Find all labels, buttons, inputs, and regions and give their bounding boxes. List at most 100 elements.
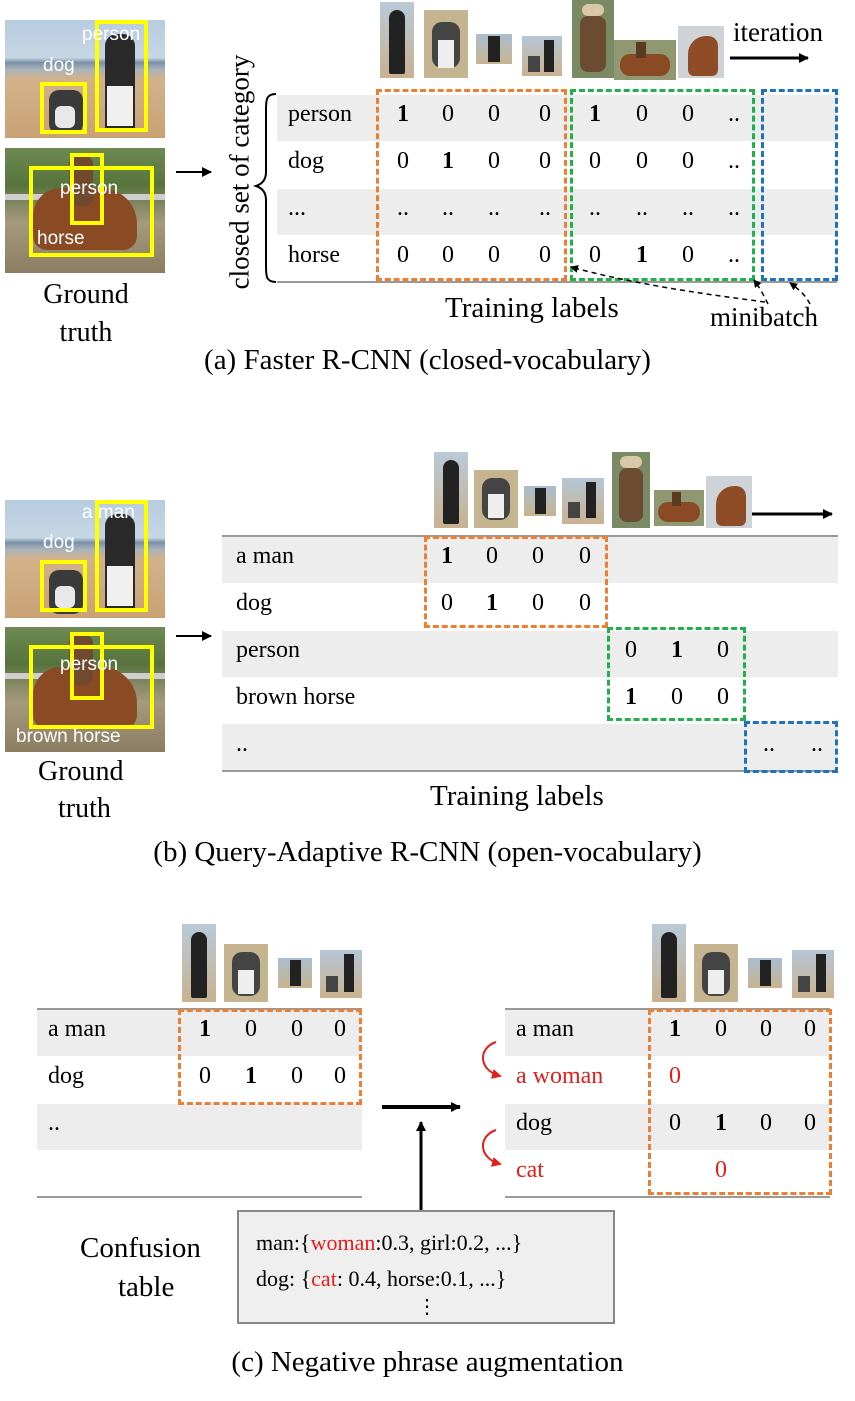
label-cell: 0 [442, 101, 454, 127]
label-cell: 1 [589, 101, 601, 127]
thumb-man-dog-c-right [792, 950, 834, 998]
thumb-man [380, 2, 414, 78]
bbox-label-dog-b: dog [43, 532, 75, 553]
minibatch-pointer-3 [789, 282, 811, 305]
bbox-brown-horse [29, 645, 154, 729]
row-band-person [277, 95, 837, 141]
bbox-label-dog: dog [43, 55, 75, 76]
confusion-label-1: Confusion [80, 1232, 201, 1264]
label-cell: 0 [334, 1016, 346, 1042]
thumb-man-c-right [652, 924, 686, 1002]
label-cell: 0 [804, 1016, 816, 1042]
row-label: dog [48, 1063, 84, 1089]
label-cell: 0 [532, 543, 544, 569]
row-label: a man [48, 1016, 106, 1042]
minibatch-box-green [570, 89, 755, 281]
iteration-label: iteration [733, 17, 823, 47]
confusion-rest-man: :0.3, girl:0.2, ...} [375, 1230, 523, 1255]
row-label: cat [516, 1157, 544, 1183]
row-label: .. [48, 1110, 60, 1136]
label-cell: .. [728, 148, 740, 174]
training-labels-a: Training labels [445, 292, 619, 324]
label-cell: 0 [245, 1016, 257, 1042]
label-cell: 0 [579, 543, 591, 569]
thumb-man-dog-c-left [320, 950, 362, 998]
thumb-small-man-c-left [278, 958, 312, 988]
thumb-horse-head [678, 26, 724, 78]
thumb-horse-rider [614, 40, 676, 80]
row-label: ... [288, 195, 306, 221]
bbox-label-brown-horse: brown horse [16, 726, 121, 747]
label-cell: 0 [291, 1016, 303, 1042]
label-cell: 1 [715, 1110, 727, 1136]
row-label: horse [288, 242, 340, 268]
label-cell: .. [442, 195, 454, 221]
row-label: a man [236, 543, 294, 569]
caption-c: (c) Negative phrase augmentation [231, 1346, 624, 1378]
row-band-a-man-c-left [37, 1010, 362, 1056]
label-cell: 0 [669, 1063, 681, 1089]
minibatch-label: minibatch [710, 302, 818, 332]
row-band-person-b [222, 631, 838, 677]
label-cell: 0 [442, 242, 454, 268]
label-cell: 1 [442, 148, 454, 174]
thumb-rider [572, 0, 614, 78]
label-cell: .. [589, 195, 601, 221]
label-cell: 1 [199, 1016, 211, 1042]
bbox-a-man [95, 500, 148, 612]
bbox-horse [29, 166, 154, 257]
row-label: a man [516, 1016, 574, 1042]
label-cell: 0 [760, 1016, 772, 1042]
label-cell: 0 [488, 242, 500, 268]
caption-a: (a) Faster R-CNN (closed-vocabulary) [204, 344, 651, 376]
label-cell: 0 [804, 1110, 816, 1136]
orange-box-c-left [178, 1009, 362, 1105]
table-bottom-rule-c-left [37, 1196, 362, 1198]
label-cell: .. [397, 195, 409, 221]
row-label: a woman [516, 1063, 604, 1089]
label-cell: 1 [397, 101, 409, 127]
label-cell: 0 [441, 590, 453, 616]
confusion-word-cat: cat [311, 1266, 337, 1291]
red-curve-dog-to-cat [482, 1129, 502, 1167]
row-band-dog-c-right [505, 1104, 830, 1150]
ground-truth-photo-beach [5, 20, 165, 138]
label-cell: 0 [488, 148, 500, 174]
bbox-person-2 [70, 153, 104, 225]
caption-b: (b) Query-Adaptive R-CNN (open-vocabular… [153, 836, 702, 868]
label-cell: 0 [291, 1063, 303, 1089]
bbox-label-horse: horse [37, 228, 85, 249]
confusion-line-dog: dog: {cat: 0.4, horse:0.1, ...} [256, 1266, 506, 1292]
thumb-small-man [476, 34, 512, 64]
row-label: brown horse [236, 684, 356, 710]
label-cell: 0 [539, 242, 551, 268]
table-bottom-rule-c-right [505, 1196, 830, 1198]
label-cell: 0 [539, 101, 551, 127]
row-label: person [288, 101, 352, 127]
minibatch-box-orange-b [424, 536, 608, 628]
confusion-label-2: table [118, 1271, 175, 1303]
red-curve-man-to-woman [482, 1041, 502, 1079]
label-cell: 1 [625, 684, 637, 710]
label-cell: 0 [579, 590, 591, 616]
row-label: person [236, 637, 300, 663]
ground-truth-label-b-2: truth [58, 793, 111, 824]
bbox-label-a-man: a man [82, 502, 135, 523]
label-cell: 0 [715, 1157, 727, 1183]
label-cell: 0 [397, 242, 409, 268]
thumb-horse-head-b [706, 476, 752, 528]
label-cell: .. [539, 195, 551, 221]
table-bottom-rule-b [222, 770, 838, 772]
confusion-dots: ⋮ [417, 1296, 437, 1318]
label-cell: .. [811, 731, 823, 757]
label-cell: .. [728, 101, 740, 127]
confusion-word-woman: woman [310, 1230, 376, 1255]
minibatch-box-blue [761, 89, 838, 281]
orange-box-c-right [648, 1009, 832, 1195]
thumb-small-man-b [524, 486, 556, 516]
label-cell: 0 [589, 148, 601, 174]
minibatch-pointer-2 [753, 279, 769, 305]
label-cell: 0 [589, 242, 601, 268]
label-cell: 0 [669, 1110, 681, 1136]
label-cell: .. [682, 195, 694, 221]
